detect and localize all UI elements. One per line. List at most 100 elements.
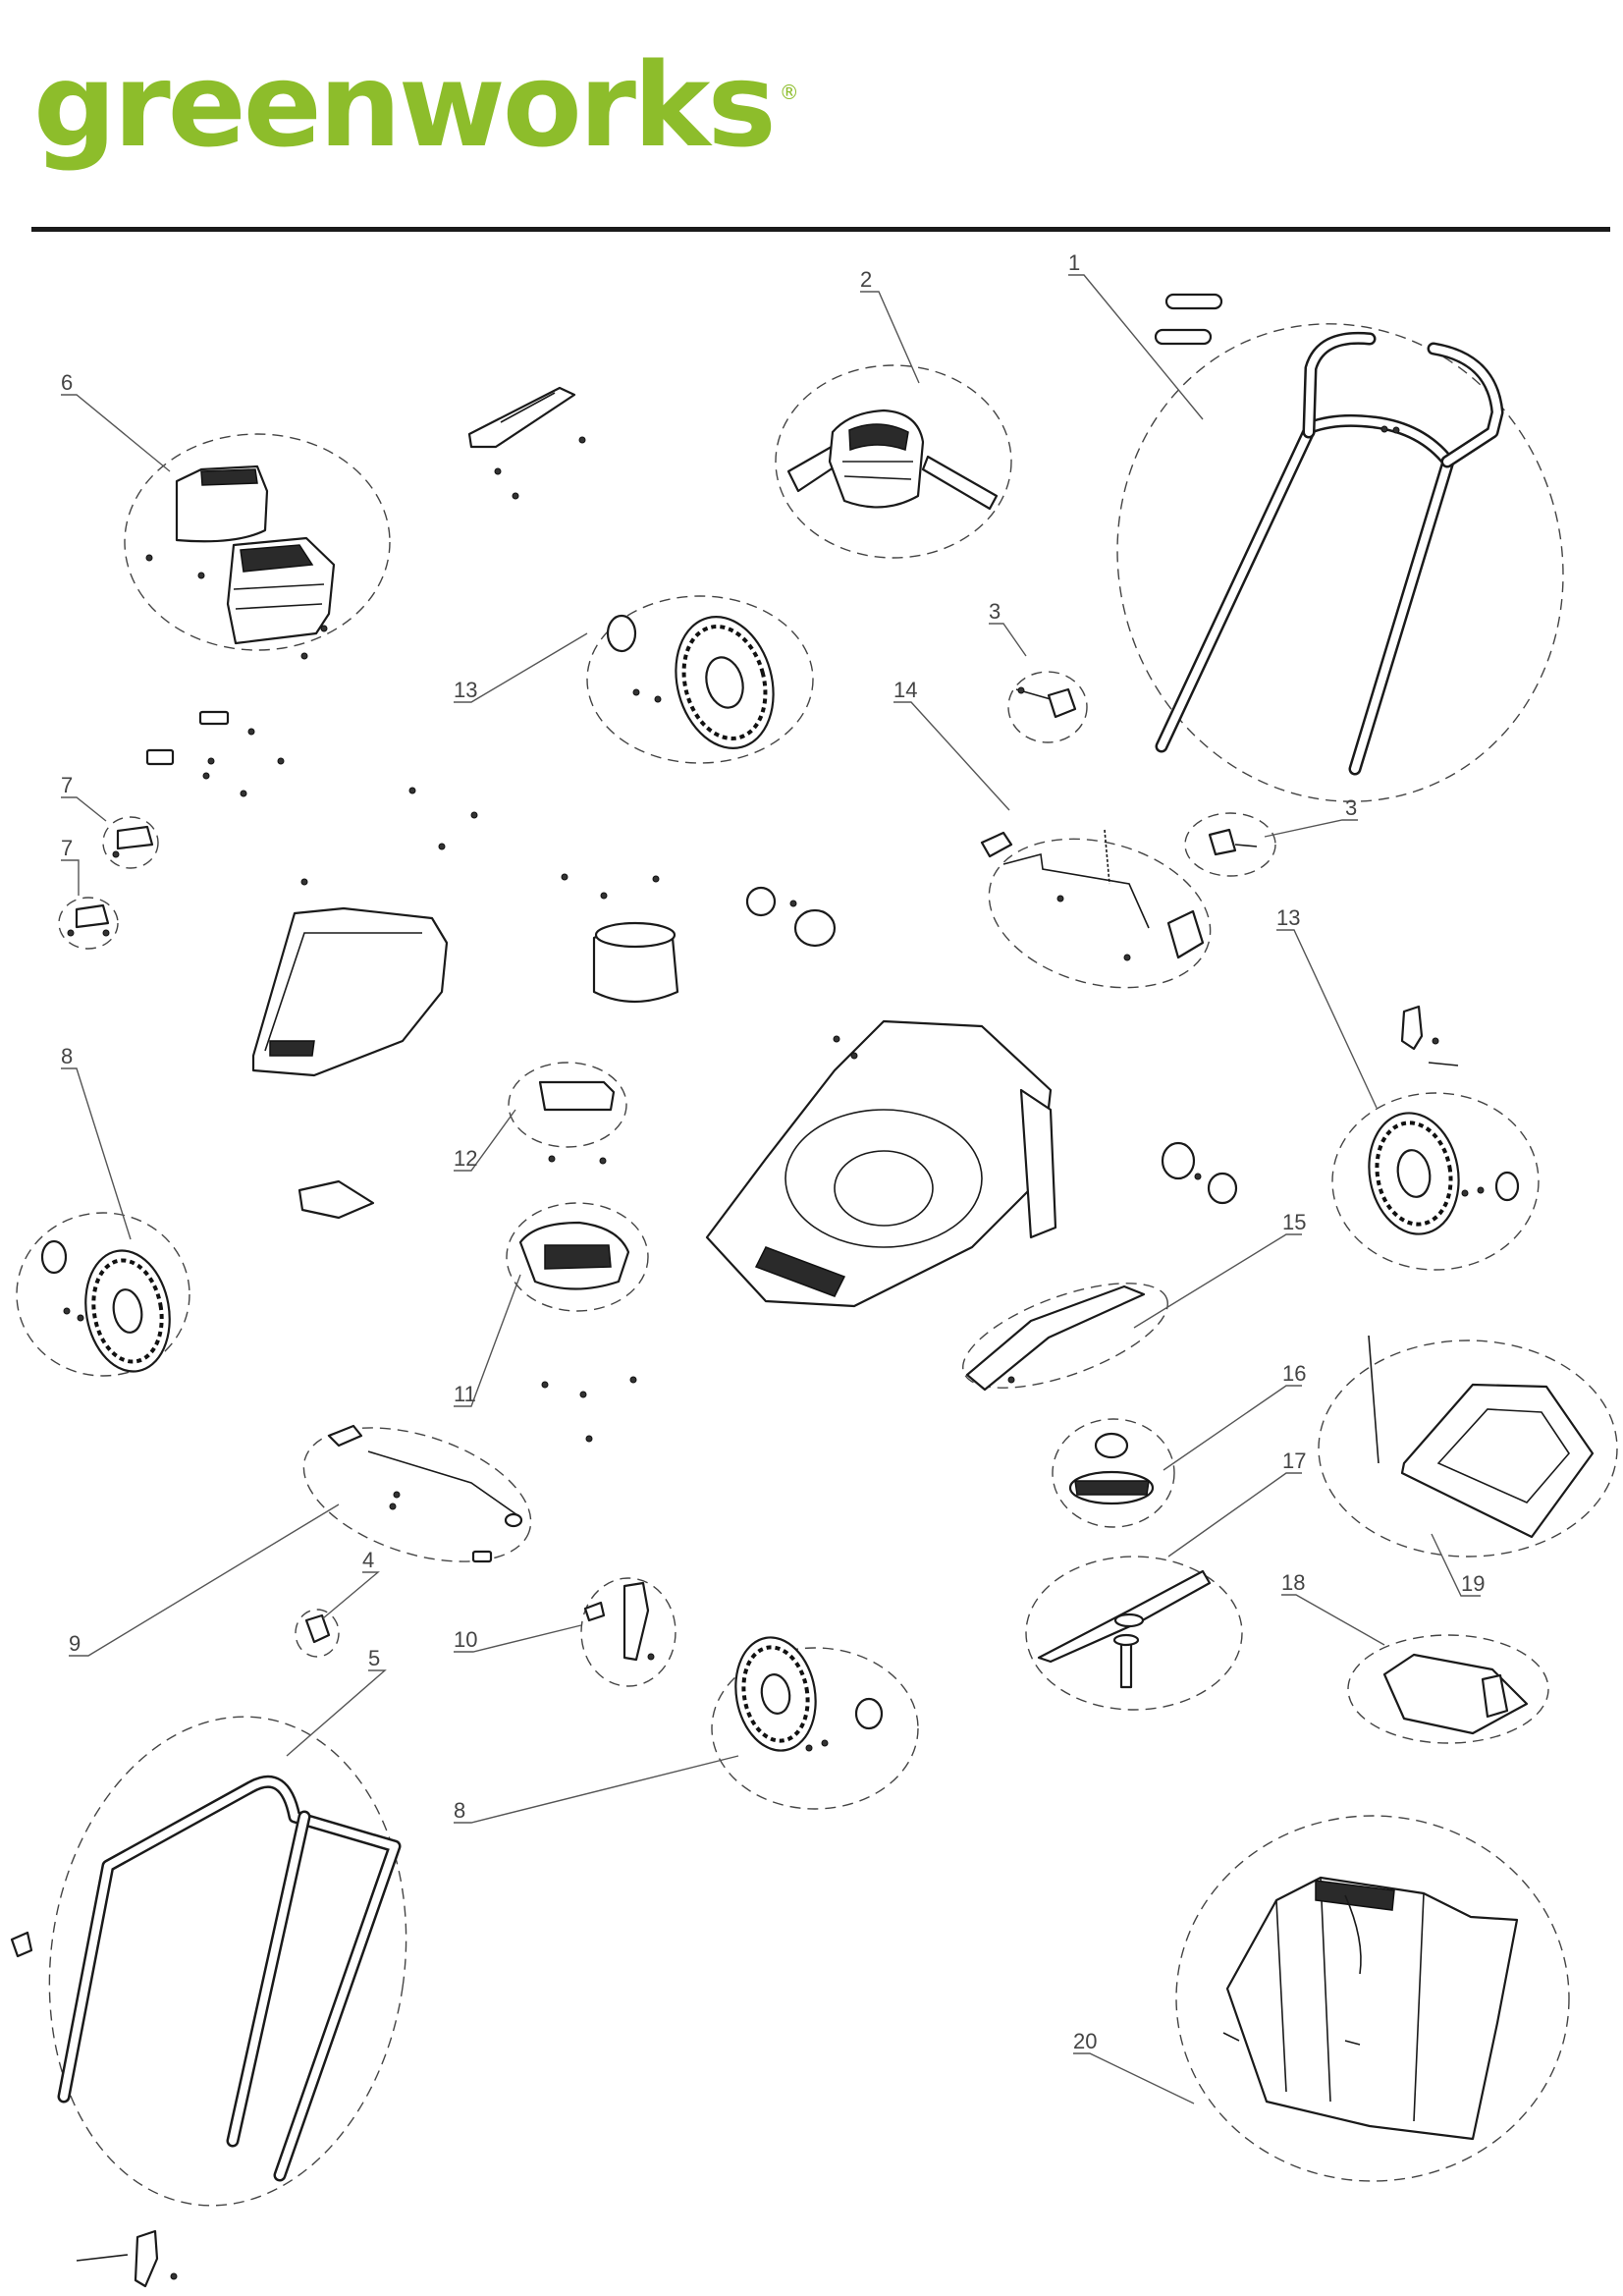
group-outline-8-wheel-front <box>711 1647 919 1810</box>
group-outline-20-grass-bag <box>1175 1815 1570 2182</box>
callout-13-right: 13 <box>1276 905 1300 930</box>
leader-12 <box>454 1109 516 1172</box>
leader-20 <box>1073 2052 1195 2105</box>
callout-8-front: 8 <box>454 1798 465 1823</box>
leader-13-right <box>1276 929 1378 1109</box>
part-grass-bag-20 <box>1222 1876 1519 2141</box>
callout-19: 19 <box>1461 1571 1485 1596</box>
callout-12: 12 <box>454 1146 477 1171</box>
part-latch-7b <box>67 903 110 937</box>
callout-3-right: 3 <box>1345 795 1357 820</box>
leader-3 <box>989 623 1027 657</box>
group-outline-14-height-adjust <box>988 838 1212 989</box>
part-axle-bar-15 <box>965 1285 1146 1392</box>
part-knob-bottom <box>76 2229 178 2288</box>
callout-4: 4 <box>362 1548 374 1572</box>
callout-7b: 7 <box>61 836 73 860</box>
callout-9: 9 <box>69 1631 81 1656</box>
group-outline-3-knob <box>1007 671 1088 743</box>
group-outline-16-fan <box>1052 1418 1175 1528</box>
part-height-adjust <box>980 829 1205 961</box>
group-outline-17-blade <box>1025 1556 1243 1711</box>
group-outline-8-wheel-left <box>16 1212 190 1377</box>
part-upper-handle <box>1154 293 1504 776</box>
group-outline-11-motor-board <box>506 1202 649 1312</box>
callout-20: 20 <box>1073 2029 1097 2053</box>
leader-8-front <box>454 1755 739 1824</box>
part-wheel-8-left <box>40 1239 171 1373</box>
group-outline-15-axle-bar <box>962 1283 1168 1389</box>
part-battery-cover <box>145 465 336 660</box>
header-divider <box>31 227 1610 232</box>
callout-5: 5 <box>368 1646 380 1670</box>
part-foam-pad <box>298 1179 375 1220</box>
part-control-box <box>786 409 999 511</box>
callout-numbers: 1 2 3 3 4 5 6 7 7 8 8 9 10 11 12 13 13 1… <box>61 250 1485 2053</box>
part-knob-3 <box>1015 686 1077 719</box>
leader-8-left <box>61 1067 132 1240</box>
part-knob-3-right <box>1208 828 1258 856</box>
leader-5 <box>286 1669 387 1757</box>
part-blade-17 <box>1037 1569 1212 1689</box>
group-outline-7-latch-a <box>102 816 159 869</box>
part-pulley <box>745 886 837 948</box>
group-outline-18-mulch-plug <box>1347 1634 1549 1744</box>
leader-17 <box>1167 1472 1302 1558</box>
part-lower-handle <box>10 1775 402 2182</box>
part-switch-10 <box>583 1581 655 1662</box>
leader-6 <box>61 394 171 472</box>
brand-name: greenworks <box>33 37 777 173</box>
greenworks-logo: greenworks® <box>33 47 799 163</box>
leader-14 <box>893 701 1010 811</box>
leader-1 <box>1068 274 1204 420</box>
part-deck <box>705 1019 1057 1308</box>
loose-hardware <box>145 710 478 886</box>
group-outline-6-battery-cover <box>124 433 391 651</box>
callout-15: 15 <box>1282 1210 1306 1234</box>
group-outline-13-wheel-rear <box>586 595 814 764</box>
group-outline-7-latch-b <box>58 897 119 950</box>
callout-18: 18 <box>1281 1570 1305 1595</box>
group-outline-12-module <box>508 1062 627 1148</box>
callout-13-top: 13 <box>454 678 477 702</box>
part-module-12 <box>538 1080 616 1165</box>
part-rear-flap-19 <box>1368 1335 1595 1539</box>
callout-8-left: 8 <box>61 1044 73 1068</box>
group-outline-13-wheel-right <box>1331 1092 1540 1271</box>
leader-19 <box>1431 1533 1481 1597</box>
leader-4 <box>322 1571 380 1619</box>
part-motor-board-11 <box>518 1221 637 1443</box>
part-latch-7a <box>112 825 154 858</box>
leader-13-top <box>454 632 588 703</box>
group-outline-2-control-box <box>775 364 1012 559</box>
part-wheel-13-top <box>606 614 775 749</box>
group-outline-3-knob-right <box>1184 812 1276 877</box>
callout-6: 6 <box>61 370 73 395</box>
leader-15 <box>1133 1233 1302 1329</box>
leader-11 <box>454 1274 521 1407</box>
group-outline-19-rear-flap <box>1318 1339 1618 1558</box>
leader-7b <box>61 859 80 896</box>
leader-16 <box>1163 1385 1302 1471</box>
leader-18 <box>1281 1594 1385 1646</box>
group-outline-10-switch <box>580 1577 676 1687</box>
leader-7a <box>61 796 107 822</box>
callout-2: 2 <box>860 267 872 292</box>
group-outline-4-clip <box>295 1609 340 1658</box>
registered-mark: ® <box>779 81 799 104</box>
group-outline-9-rear-axle <box>302 1427 532 1562</box>
leader-3-right <box>1264 819 1358 838</box>
group-outlines <box>16 323 1618 2207</box>
callout-11: 11 <box>454 1382 476 1406</box>
leader-9 <box>69 1503 340 1657</box>
callout-7a: 7 <box>61 773 73 797</box>
callout-17: 17 <box>1282 1449 1306 1473</box>
leader-2 <box>860 291 920 384</box>
part-wheel-13-right <box>1368 1005 1520 1235</box>
group-outline-5-handle-lower <box>48 1716 407 2207</box>
part-rear-housing <box>251 906 449 1077</box>
callout-14: 14 <box>893 678 917 702</box>
group-outline-1-handle-upper <box>1116 323 1564 802</box>
leader-10 <box>454 1624 582 1653</box>
